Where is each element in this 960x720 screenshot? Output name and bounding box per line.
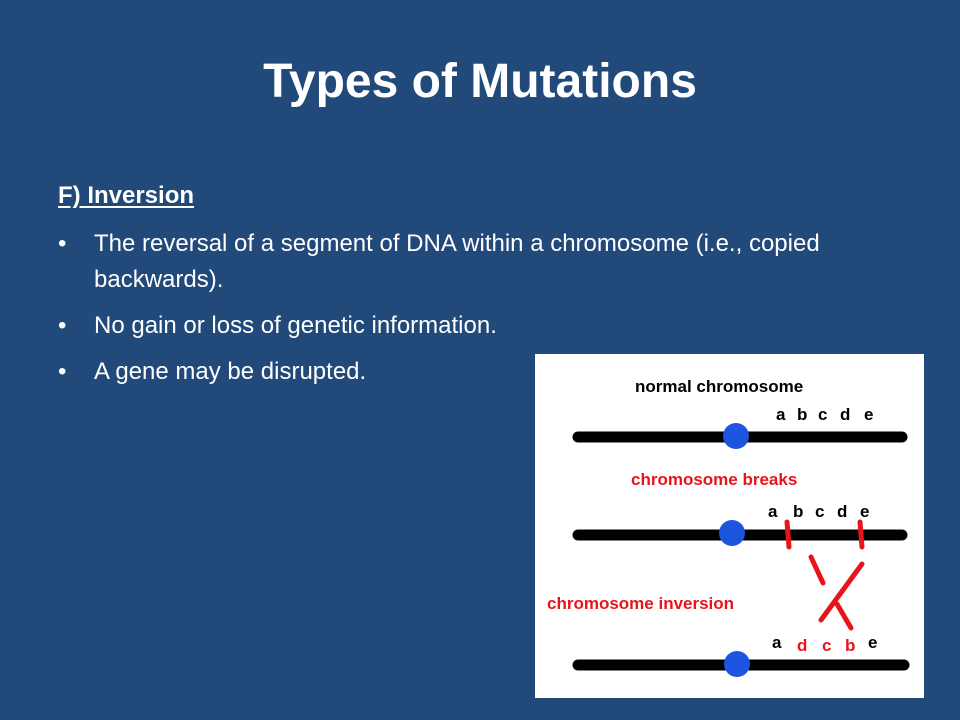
gene-letter: b xyxy=(797,405,807,424)
gene-letter: a xyxy=(776,405,786,424)
centromere xyxy=(723,423,749,449)
break-mark xyxy=(784,519,792,550)
bullet-marker: • xyxy=(58,230,67,257)
label-chromosome-inversion: chromosome inversion xyxy=(547,594,734,613)
label-chromosome-breaks: chromosome breaks xyxy=(631,470,797,489)
bullet-marker: • xyxy=(58,358,67,385)
section-heading: F) Inversion xyxy=(58,182,195,209)
gene-letter-inverted: b xyxy=(845,636,855,655)
gene-letter-inverted: c xyxy=(822,636,831,655)
gene-letter: a xyxy=(768,502,778,521)
inversion-cross-stroke xyxy=(818,561,865,623)
gene-letter: e xyxy=(868,633,877,652)
bullet-list: • The reversal of a segment of DNA withi… xyxy=(58,226,918,400)
gene-letter-inverted: d xyxy=(797,636,807,655)
inversion-diagram: normal chromosome a b c d e chromosome b… xyxy=(535,354,924,698)
gene-letter: d xyxy=(837,502,847,521)
bullet-text: No gain or loss of genetic information. xyxy=(94,312,497,339)
bullet-marker: • xyxy=(58,312,67,339)
bullet-item: • No gain or loss of genetic information… xyxy=(58,308,918,344)
gene-letter: e xyxy=(864,405,873,424)
gene-letter: e xyxy=(860,502,869,521)
label-normal-chromosome: normal chromosome xyxy=(635,377,803,396)
bullet-text: The reversal of a segment of DNA within … xyxy=(94,230,820,293)
gene-letter: d xyxy=(840,405,850,424)
slide-title: Types of Mutations xyxy=(263,55,697,108)
inversion-diagram-svg: normal chromosome a b c d e chromosome b… xyxy=(547,377,910,677)
gene-letter: b xyxy=(793,502,803,521)
centromere xyxy=(719,520,745,546)
gene-letter: a xyxy=(772,633,782,652)
bullet-item: • The reversal of a segment of DNA withi… xyxy=(58,226,918,298)
bullet-item: • A gene may be disrupted. xyxy=(58,354,918,390)
bullet-text: A gene may be disrupted. xyxy=(94,358,367,385)
gene-letter: c xyxy=(815,502,824,521)
break-mark xyxy=(857,519,865,550)
inversion-cross-stroke xyxy=(808,554,826,586)
inversion-cross-stroke xyxy=(834,601,854,631)
centromere xyxy=(724,651,750,677)
gene-letter: c xyxy=(818,405,827,424)
